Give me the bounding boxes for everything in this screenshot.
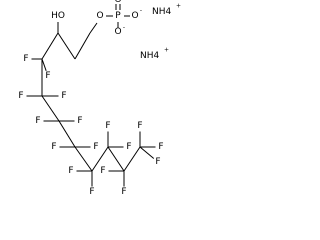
fluorine-label-10: F — [89, 187, 94, 197]
phosphate-oxygen-down-label: O — [114, 27, 121, 37]
fluorine-label-11: F — [105, 121, 110, 131]
fluorine-label-16: F — [158, 142, 163, 152]
ester-oxygen-label: O — [96, 11, 103, 21]
fluorine-label-9: F — [68, 166, 73, 176]
fluorine-label-15: F — [137, 121, 142, 131]
bond-c4-c5 — [41, 95, 60, 122]
phosphate-right-charge: - — [140, 8, 142, 15]
fluorine-label-8: F — [93, 142, 98, 152]
bond-c7-c8 — [91, 146, 109, 172]
bond-c3-o — [89, 22, 98, 34]
fluorine-label-1: F — [23, 54, 28, 64]
fluorine-label-12: F — [126, 142, 131, 152]
hydroxyl-label: HO — [51, 11, 65, 21]
fluorine-label-7: F — [51, 142, 56, 152]
bond-c8-c9 — [107, 146, 125, 172]
bond-layer — [26, 4, 156, 187]
fluorine-label-13: F — [100, 166, 105, 176]
ammonium-charge-2: + — [164, 47, 169, 54]
phosphate-oxygen-right-label: O — [131, 11, 138, 21]
bond-c1-c2 — [57, 32, 76, 60]
bond-c0-c1 — [41, 32, 59, 60]
bond-c9-c10 — [123, 146, 141, 172]
fluorine-label-2: F — [45, 71, 50, 81]
fluorine-label-14: F — [121, 187, 126, 197]
fluorine-label-5: F — [35, 116, 40, 126]
ammonium-charge-1: + — [176, 3, 181, 10]
ammonium-label-2: NH4 — [140, 51, 160, 61]
bond-c5-c6 — [58, 120, 76, 148]
phosphate-down-charge: - — [123, 25, 125, 32]
bond-c2-c3 — [74, 32, 91, 60]
bond-c6-c7 — [74, 146, 93, 172]
fluorine-label-3: F — [18, 91, 23, 101]
bond-c-f-17 — [139, 146, 155, 159]
fluorine-label-17: F — [155, 157, 160, 167]
fluorine-label-6: F — [77, 116, 82, 126]
fluorine-label-4: F — [61, 91, 66, 101]
ammonium-label-1: NH4 — [152, 7, 172, 17]
phosphoryl-oxygen-label: O — [114, 0, 121, 5]
phosphorus-label: P — [115, 11, 121, 21]
bond-c-f-2 — [41, 58, 47, 71]
